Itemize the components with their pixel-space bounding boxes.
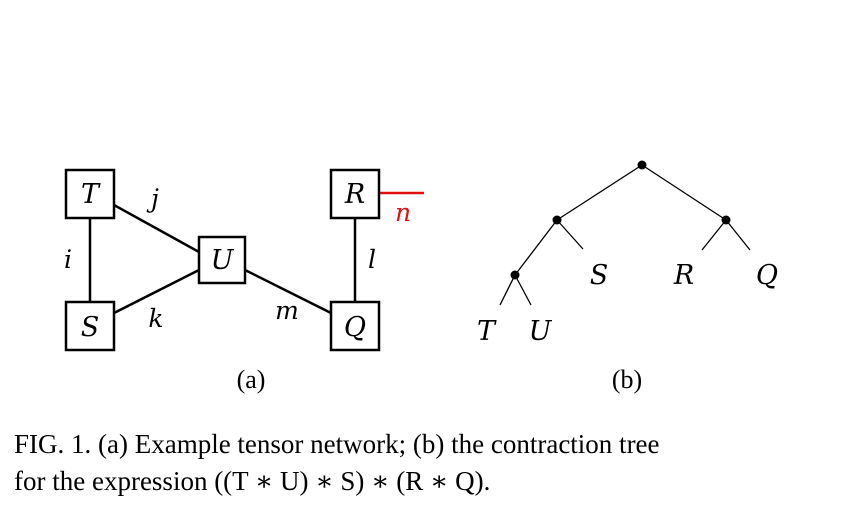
edge-label-k: k <box>148 304 163 333</box>
edge-label-j: j <box>146 184 159 213</box>
tensor-node-t: T <box>64 168 116 220</box>
tree-edge-tus-tu <box>514 219 558 276</box>
tree-edge-tus-s <box>556 219 584 250</box>
edge-label-l: l <box>368 245 376 274</box>
panel-a-label: (a) <box>237 365 266 394</box>
edge-m <box>244 268 332 315</box>
tree-edge-rq-q <box>725 219 751 251</box>
tree-node-root <box>637 160 647 170</box>
edge-label-i: i <box>64 245 72 274</box>
tensor-node-q: Q <box>329 300 381 352</box>
figure-caption: FIG. 1. (a) Example tensor network; (b) … <box>14 426 834 500</box>
caption-line-1: FIG. 1. (a) Example tensor network; (b) … <box>14 429 660 459</box>
tree-leaf-s: S <box>590 260 609 291</box>
tree-leaf-q: Q <box>756 260 778 291</box>
tree-edge-rq-r <box>701 219 727 251</box>
panel-b-contraction-tree: S R Q T U (b) <box>477 160 778 394</box>
tree-leaf-t: T <box>477 316 497 347</box>
tensor-label-u: U <box>211 245 235 276</box>
edge-j <box>113 203 200 254</box>
caption-line-2: for the expression ((T ∗ U) ∗ S) ∗ (R ∗ … <box>14 466 491 496</box>
tree-leaf-u: U <box>529 316 553 347</box>
panel-a-tensor-network: T U S R Q i j k m l n (a) <box>64 168 424 394</box>
tree-edge-tu-t <box>499 274 516 306</box>
tensor-label-t: T <box>81 179 101 210</box>
tree-node-tu <box>510 270 520 280</box>
panel-b-label: (b) <box>612 365 642 394</box>
tensor-label-q: Q <box>344 312 366 343</box>
tree-edge-tu-u <box>514 274 532 306</box>
tensor-label-r: R <box>344 179 365 210</box>
edge-k <box>113 268 200 315</box>
tree-leaf-r: R <box>673 260 694 291</box>
tensor-node-r: R <box>329 168 381 220</box>
tensor-label-s: S <box>81 312 100 343</box>
edge-label-n: n <box>395 198 411 227</box>
edge-label-m: m <box>275 296 299 325</box>
tree-node-tus <box>552 215 562 225</box>
tree-edge-root-left <box>556 164 643 221</box>
tensor-node-s: S <box>64 300 116 352</box>
tree-edge-root-right <box>641 164 727 221</box>
tensor-node-u: U <box>197 235 247 285</box>
tree-node-rq <box>721 215 731 225</box>
